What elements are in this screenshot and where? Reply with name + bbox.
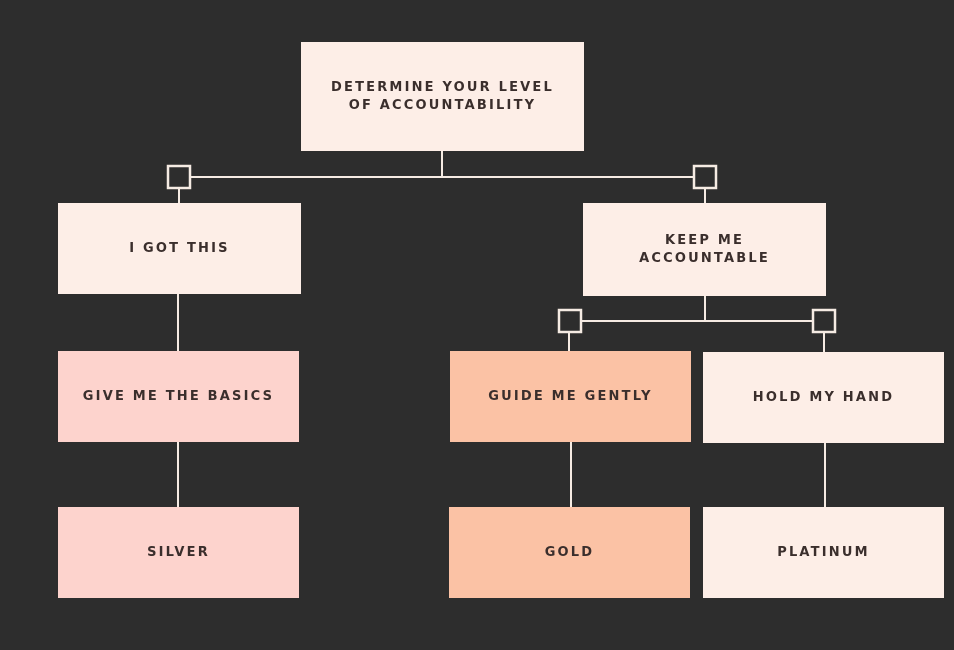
junction-square-right xyxy=(692,164,718,190)
node-gold: GOLD xyxy=(449,507,690,598)
junction-square-gently xyxy=(557,308,583,334)
node-give-me-the-basics: GIVE ME THE BASICS xyxy=(58,351,299,442)
junction-square-left xyxy=(166,164,192,190)
node-guide-me-gently: GUIDE ME GENTLY xyxy=(450,351,691,442)
node-platinum: PLATINUM xyxy=(703,507,944,598)
node-silver: SILVER xyxy=(58,507,299,598)
node-keep-me-accountable: KEEP ME ACCOUNTABLE xyxy=(583,203,826,296)
node-i-got-this: I GOT THIS xyxy=(58,203,301,294)
node-hold-my-hand: HOLD MY HAND xyxy=(703,352,944,443)
junction-square-hand xyxy=(811,308,837,334)
node-root: DETERMINE YOUR LEVEL OF ACCOUNTABILITY xyxy=(301,42,584,151)
